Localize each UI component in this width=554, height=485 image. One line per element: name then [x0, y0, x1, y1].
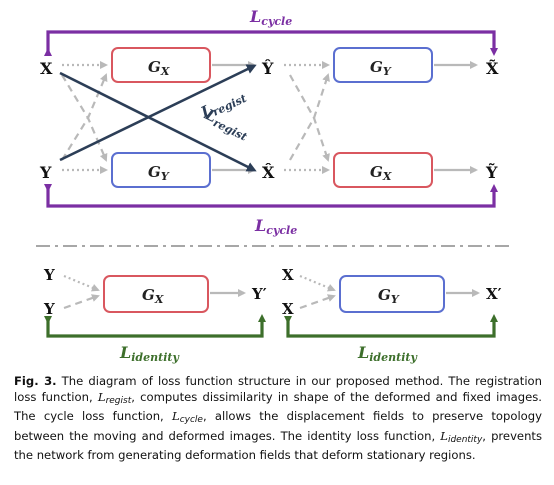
output-y-tilde-label: Ỹ	[485, 161, 498, 182]
caption-text-1: The diagram of loss function structure i…	[14, 374, 542, 404]
generator-gx-bottom-right: GX	[333, 152, 433, 188]
regist-symbol: L	[97, 389, 106, 404]
caption-text-4: , prevents the network from generating d…	[14, 428, 542, 463]
generator-gy-top-right: GY	[333, 47, 433, 83]
identity-left-gray-arrows	[63, 274, 246, 310]
input-y-label: Y	[39, 163, 52, 182]
identity-loss-right-bracket	[284, 314, 498, 338]
cycle-loss-top-label: Lcycle	[249, 7, 292, 28]
identity-left-y2-label: Y	[43, 300, 55, 318]
regist-subscript: regist	[105, 395, 132, 406]
loss-structure-diagram: Lcycle Lcycle X Y Ŷ X̂ X̃ Ỹ GX GY GY GX	[36, 7, 514, 364]
output-y-hat-label: Ŷ	[261, 58, 274, 78]
identity-right-x2-label: X	[282, 300, 294, 318]
generator-gy-bottom-left: GY	[111, 152, 211, 188]
gray-flow-arrows	[61, 61, 478, 174]
generator-gx-top-left: GX	[111, 47, 211, 83]
identity-left-y1-label: Y	[43, 266, 55, 284]
identity-loss-right-label: Lidentity	[357, 343, 418, 364]
identity-subscript: identity	[447, 434, 483, 445]
caption-text-3: , allows the displacement fields to pres…	[14, 409, 542, 443]
identity-left-yprime-label: Y′	[251, 285, 267, 303]
cycle-loss-top-bracket	[44, 30, 498, 56]
svg-text:GX: GX	[370, 163, 392, 183]
input-x-label: X	[40, 59, 53, 78]
svg-text:GX: GX	[142, 286, 164, 306]
identity-loss-left-bracket	[44, 314, 266, 338]
cycle-loss-bottom-bracket	[44, 184, 498, 208]
identity-symbol: L	[440, 428, 448, 443]
caption-text-2: , computes dissimilarity in shape of the…	[14, 389, 542, 424]
generator-gy-identity: GY	[339, 275, 445, 313]
output-x-tilde-label: X̃	[486, 59, 499, 78]
svg-text:GY: GY	[378, 286, 400, 306]
cycle-symbol: L	[171, 409, 180, 424]
figure-caption: Fig. 3. The diagram of loss function str…	[14, 374, 542, 464]
cycle-loss-bottom-label: Lcycle	[254, 216, 297, 237]
identity-right-x1-label: X	[282, 266, 294, 284]
cycle-subscript: cycle	[179, 415, 203, 426]
figure-label: Fig. 3.	[14, 374, 57, 388]
output-x-hat-label: X̂	[262, 163, 275, 182]
identity-loss-left-label: Lidentity	[119, 343, 180, 364]
registration-loss-arrows	[59, 64, 257, 172]
identity-right-gray-arrows	[299, 274, 480, 310]
svg-text:GX: GX	[148, 58, 170, 78]
identity-right-xprime-label: X′	[486, 285, 502, 303]
generator-gx-identity: GX	[103, 275, 209, 313]
svg-text:GY: GY	[148, 163, 170, 183]
svg-text:GY: GY	[370, 58, 392, 78]
